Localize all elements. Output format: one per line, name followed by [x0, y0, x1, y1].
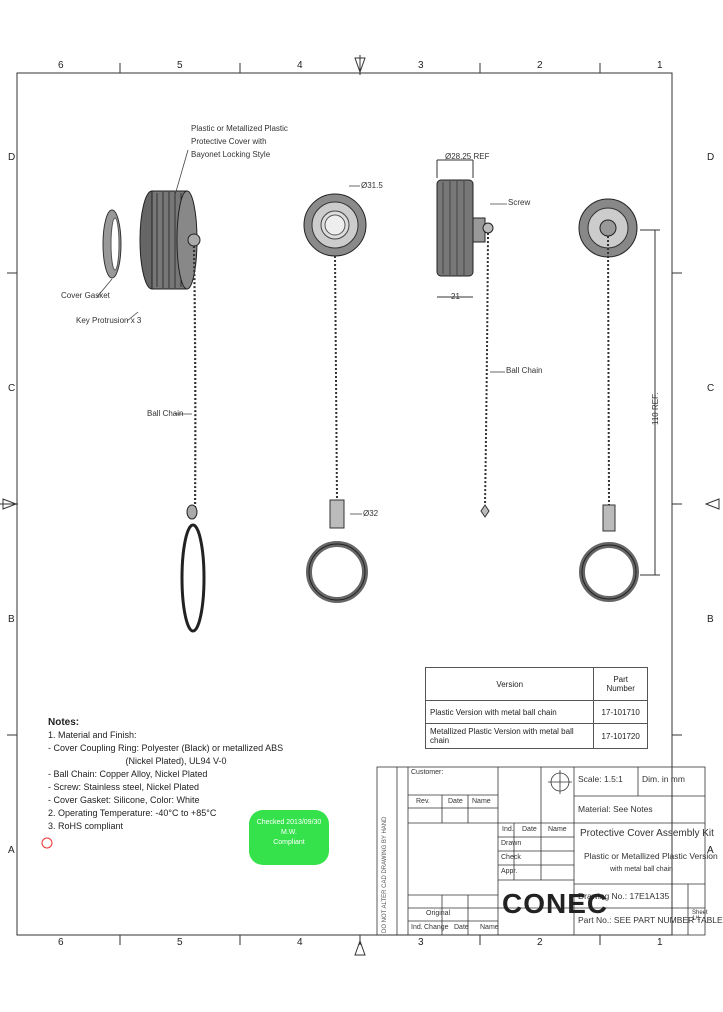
compliance-stamp: Checked 2013/09/30 M.W. Compliant: [249, 810, 329, 865]
zone-top-1: 1: [657, 60, 663, 71]
zone-bottom-4: 4: [297, 937, 303, 948]
note-line: - Screw: Stainless steel, Nickel Plated: [48, 782, 200, 792]
drawn-label: Drawn: [501, 840, 522, 847]
note-line: 2. Operating Temperature: -40°C to +85°C: [48, 808, 217, 818]
ind-date-label: Date: [522, 826, 537, 833]
cover-iso-drawing: [139, 190, 201, 290]
stamp-line: Checked 2013/09/30: [256, 819, 322, 826]
rev-row-date: Date: [454, 924, 469, 931]
drawing-number: Drawing No.: 17E1A135: [578, 891, 670, 901]
gasket-note-marker: [41, 837, 53, 849]
callout-screw: Screw: [508, 198, 531, 207]
zone-bottom-6: 6: [58, 937, 64, 948]
callout-cover-2: Protective Cover with: [191, 137, 267, 146]
callout-cover-3: Bayonet Locking Style: [191, 150, 271, 159]
callout-ref-width: Ø28.25 REF: [445, 152, 490, 161]
note-line: 3. RoHS compliant: [48, 821, 124, 831]
stamp-line: M.W.: [281, 829, 297, 836]
check-label: Check: [501, 854, 521, 861]
zone-left-a: A: [8, 845, 15, 856]
rev-row-ind: Ind.: [411, 924, 423, 931]
zone-top-6: 6: [58, 60, 64, 71]
version-header: Version: [424, 667, 595, 701]
rev-row-change: Change: [424, 924, 449, 931]
cover-gasket-drawing: [102, 209, 122, 279]
sheet-text: Sheet 1/1: [692, 910, 708, 922]
notes-title: Notes:: [48, 717, 80, 728]
note-line: (Nickel Plated), UL94 V-0: [48, 756, 227, 766]
cover-side-view: [436, 179, 494, 277]
callout-dim-21: 21: [451, 292, 460, 301]
callout-gasket: Cover Gasket: [61, 291, 110, 300]
zone-right-a: A: [707, 845, 714, 856]
drawing-title: Protective Cover Assembly Kit: [580, 828, 714, 839]
zone-left-d: D: [8, 152, 16, 163]
zone-bottom-1: 1: [657, 937, 663, 948]
note-line: - Ball Chain: Copper Alloy, Nickel Plate…: [48, 769, 208, 779]
rev-label: Rev.: [416, 798, 430, 805]
ind-label: Ind.: [502, 826, 514, 833]
drawing-subtitle-2: with metal ball chain: [610, 866, 674, 873]
part-number-row-1: 17-101710: [593, 700, 648, 724]
scale-text: Scale: 1.5:1: [578, 774, 623, 784]
zone-bottom-2: 2: [537, 937, 543, 948]
zone-top-3: 3: [418, 60, 424, 71]
zone-bottom-3: 3: [418, 937, 424, 948]
callout-dia-ring: Ø32: [363, 509, 379, 518]
original-label: Original: [426, 910, 451, 917]
drawing-subtitle-1: Plastic or Metallized Plastic Version: [584, 851, 718, 861]
stamp-line: Compliant: [273, 839, 305, 846]
version-row-1: Plastic Version with metal ball chain: [424, 700, 595, 724]
callout-ball-chain-left: Ball Chain: [147, 409, 184, 418]
note-line: 1. Material and Finish:: [48, 730, 137, 740]
conec-logo: CONEC: [502, 888, 609, 919]
zone-bottom-5: 5: [177, 937, 183, 948]
callout-ball-chain-right: Ball Chain: [506, 366, 543, 375]
rev-row-name: Name: [480, 924, 499, 931]
notes-block: Notes: 1. Material and Finish: - Cover C…: [48, 716, 284, 833]
version-row-2: Metallized Plastic Version with metal ba…: [424, 723, 595, 749]
zone-left-c: C: [8, 383, 16, 394]
cover-front-view: [303, 193, 367, 257]
zone-left-b: B: [8, 614, 15, 625]
zone-right-d: D: [707, 152, 715, 163]
part-number: Part No.: SEE PART NUMBER TABLE: [578, 915, 723, 925]
zone-top-4: 4: [297, 60, 303, 71]
dim-text: Dim. in mm: [642, 774, 685, 784]
note-line: - Cover Coupling Ring: Polyester (Black)…: [48, 743, 284, 753]
note-line: - Cover Gasket: Silicone, Color: White: [48, 795, 200, 805]
version-table: Version Part Number Plastic Version with…: [424, 667, 648, 749]
zone-right-c: C: [707, 383, 715, 394]
zone-top-2: 2: [537, 60, 543, 71]
callout-key: Key Protrusion x 3: [76, 316, 142, 325]
callout-dia-front: Ø31.5: [361, 181, 383, 190]
rev-name-label: Name: [472, 798, 491, 805]
do-not-alter-text: DO NOT ALTER CAD DRAWING BY HAND: [382, 816, 388, 933]
callout-length-ref: 110 REF.: [651, 392, 660, 425]
material-text: Material: See Notes: [578, 804, 653, 814]
callout-cover-1: Plastic or Metallized Plastic: [191, 124, 288, 133]
zone-right-b: B: [707, 614, 714, 625]
zone-top-5: 5: [177, 60, 183, 71]
rev-date-label: Date: [448, 798, 463, 805]
part-number-header: Part Number: [593, 667, 648, 701]
ind-name-label: Name: [548, 826, 567, 833]
part-number-row-2: 17-101720: [593, 723, 648, 749]
customer-label: Customer:: [411, 769, 444, 776]
appr-label: Appr.: [501, 868, 518, 875]
